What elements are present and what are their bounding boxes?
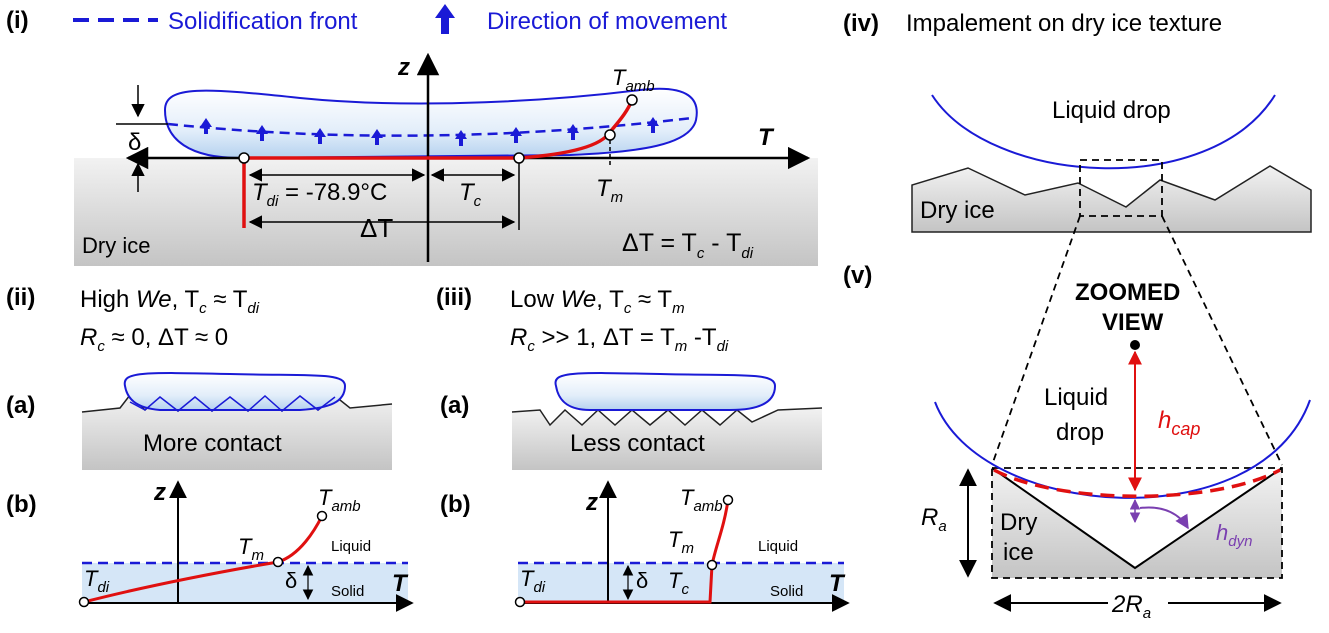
panel-iii-line2: Rc >> 1, ΔT = Tm -Tdi	[510, 324, 729, 355]
t-m-point-iii	[706, 559, 718, 571]
panel-ii: (ii) High We, Tc ≈ Tdi Rc ≈ 0, ΔT ≈ 0 (a…	[6, 284, 414, 612]
t-axis-label: T	[758, 124, 775, 151]
t-di-label-ii: Tdi	[84, 566, 110, 596]
h-dyn-label: hdyn	[1216, 520, 1252, 550]
dry-ice-label-i: Dry ice	[82, 233, 150, 258]
liquid-label-v: Liquid	[1044, 384, 1108, 411]
t-amb-label-ii: Tamb	[318, 485, 361, 515]
panel-i-label: (i)	[6, 7, 29, 34]
t-amb-label-iii: Tamb	[680, 485, 723, 515]
delta-t-equation: ΔT = Tc - Tdi	[622, 229, 754, 262]
solid-label-iii: Solid	[770, 583, 803, 600]
solidification-front-legend-text: Solidification front	[168, 8, 358, 35]
temperature-profile-line	[242, 99, 634, 228]
rough-substrate-iii	[512, 408, 822, 470]
droplet-contact-ii	[129, 394, 336, 412]
liquid-drop-arc-iv	[931, 94, 1276, 170]
two-r-a-label-bg	[1108, 590, 1168, 618]
dry-label-v: Dry	[1000, 509, 1037, 536]
solid-layer-iii	[518, 563, 844, 603]
panel-ii-label: (ii)	[6, 284, 35, 311]
delta-t-label: ΔT	[360, 213, 393, 243]
panel-iii-a-label: (a)	[440, 392, 469, 419]
delta-label-ii: δ	[285, 568, 297, 593]
zoom-box	[1079, 159, 1163, 217]
liquid-label-ii: Liquid	[331, 538, 371, 555]
t-c-label-iii: Tc	[668, 568, 689, 598]
liquid-label-iii: Liquid	[758, 538, 798, 555]
zoomed-text: ZOOMED	[1075, 279, 1180, 306]
zoomed-equilibrium-line	[993, 468, 1281, 498]
less-contact-label: Less contact	[570, 430, 705, 457]
t-m-label-iii: Tm	[668, 527, 694, 557]
direction-arrow-icon	[435, 4, 455, 34]
panel-iv-title: Impalement on dry ice texture	[906, 10, 1222, 37]
ice-label-v: ice	[1003, 539, 1034, 566]
t-amb-point-ii	[316, 510, 328, 522]
delta-label: δ	[128, 129, 141, 156]
rough-surface-line-iii	[511, 407, 823, 427]
solid-layer-ii	[82, 563, 408, 603]
zoom-guide-left	[991, 215, 1081, 466]
panel-ii-line2: Rc ≈ 0, ΔT ≈ 0	[80, 324, 228, 355]
t-amb-point-iii	[722, 494, 734, 506]
panel-ii-b-label: (b)	[6, 491, 37, 518]
t-di-point	[238, 152, 250, 164]
t-di-label: Tdi = -78.9°C	[252, 179, 387, 210]
view-text: VIEW	[1102, 309, 1164, 336]
panel-iii: (iii) Low We, Tc ≈ Tm Rc >> 1, ΔT = Tm -…	[436, 284, 850, 612]
solid-label-ii: Solid	[331, 583, 364, 600]
t-di-label-iii: Tdi	[520, 566, 546, 596]
panel-iv-label: (iv)	[843, 10, 879, 37]
drop-label-v: drop	[1056, 419, 1104, 446]
zoomed-drop-arc	[934, 399, 1311, 499]
t-c-point	[513, 152, 525, 164]
r-a-label: Ra	[921, 504, 947, 535]
panel-iv: (iv) Impalement on dry ice texture Liqui…	[843, 10, 1312, 233]
t-m-label: Tm	[596, 175, 623, 206]
more-contact-label: More contact	[143, 430, 282, 457]
panel-i: z T Tamb δ Tdi = -78.9°C Tc Tm ΔT Dry ic…	[74, 52, 818, 266]
legend: (i) Solidification front Direction of mo…	[6, 4, 727, 35]
t-label-iii: T	[829, 570, 846, 597]
panel-ii-a-label: (a)	[6, 392, 35, 419]
h-dyn-pointer	[1139, 506, 1189, 530]
dry-ice-label-iv: Dry ice	[920, 197, 995, 224]
h-cap-label: hcap	[1158, 407, 1200, 439]
movement-arrows	[200, 117, 659, 146]
panel-v: (v) ZOOMED VIEW hcap Liquid drop hdyn Ra…	[843, 215, 1311, 622]
rough-substrate-ii	[82, 395, 392, 470]
droplet-ii	[123, 372, 347, 411]
panel-ii-line1: High We, Tc ≈ Tdi	[80, 286, 260, 317]
t-m-point	[604, 129, 616, 141]
dry-ice-texture-iv	[911, 165, 1312, 233]
t-di-point-ii	[78, 596, 90, 608]
profile-ii	[83, 515, 324, 604]
zoom-guide-right	[1161, 215, 1283, 466]
z-label-ii: z	[153, 479, 166, 506]
center-point	[1130, 340, 1140, 350]
delta-label-iii: δ	[636, 568, 648, 593]
panel-iii-line1: Low We, Tc ≈ Tm	[510, 286, 685, 317]
direction-of-movement-legend-text: Direction of movement	[487, 8, 727, 35]
liquid-drop-label-iv: Liquid drop	[1052, 97, 1171, 124]
panel-v-label: (v)	[843, 262, 872, 289]
panel-iii-b-label: (b)	[440, 491, 471, 518]
t-amb-label: Tamb	[612, 65, 655, 95]
t-m-point-ii	[272, 556, 284, 568]
droplet-iii	[554, 372, 777, 411]
t-m-label-ii: Tm	[238, 534, 264, 564]
t-amb-point	[626, 94, 638, 106]
z-axis-label: z	[397, 54, 410, 81]
z-label-iii: z	[585, 489, 598, 516]
t-di-point-iii	[514, 596, 526, 608]
t-c-label: Tc	[459, 179, 482, 210]
panel-iii-label: (iii)	[436, 284, 472, 311]
two-r-a-label: 2Ra	[1111, 591, 1151, 622]
t-label-ii: T	[392, 570, 409, 597]
